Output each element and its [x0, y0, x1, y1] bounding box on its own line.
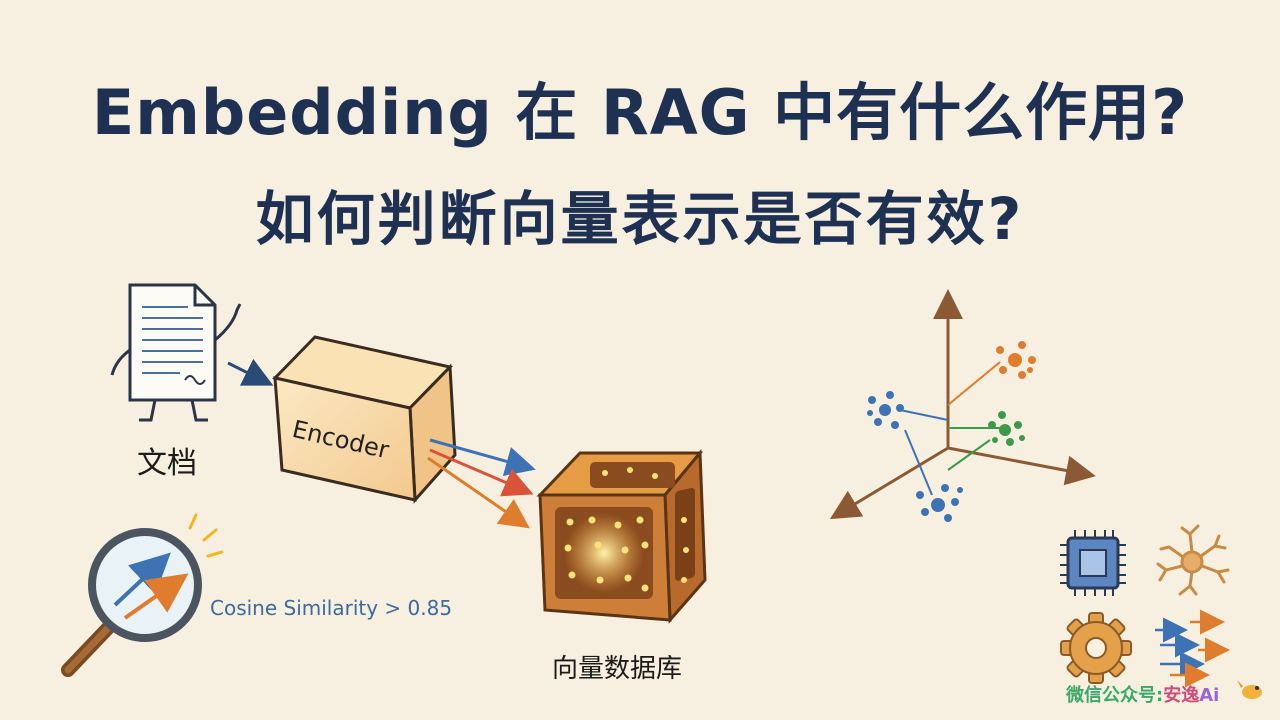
gear-icon: [1060, 612, 1132, 684]
document-label: 文档: [137, 446, 197, 481]
3d-axes-icon: [829, 289, 1096, 522]
arrows-icon: [1155, 609, 1230, 688]
vector-db-label: 向量数据库: [552, 654, 683, 684]
similarity-label: Cosine Similarity > 0.85: [210, 596, 453, 620]
document-icon: [110, 283, 242, 422]
bird-icon: [1237, 680, 1262, 699]
neuron-icon: [1156, 524, 1230, 596]
watermark-suffix: Ai: [1199, 685, 1220, 706]
watermark-name: 安逸: [1163, 685, 1200, 706]
title-line-1: Embedding 在 RAG 中有什么作用?: [91, 76, 1189, 149]
title-line-2: 如何判断向量表示是否有效?: [255, 185, 1025, 253]
cpu-chip-icon: [1060, 530, 1126, 596]
encoder-box-icon: [272, 335, 457, 504]
watermark-prefix: 微信公众号:: [1066, 685, 1164, 706]
watermark: 微信公众号:安逸Ai: [1066, 681, 1219, 707]
magnifier-icon: [61, 513, 224, 677]
vector-db-cube-icon: [536, 449, 707, 624]
